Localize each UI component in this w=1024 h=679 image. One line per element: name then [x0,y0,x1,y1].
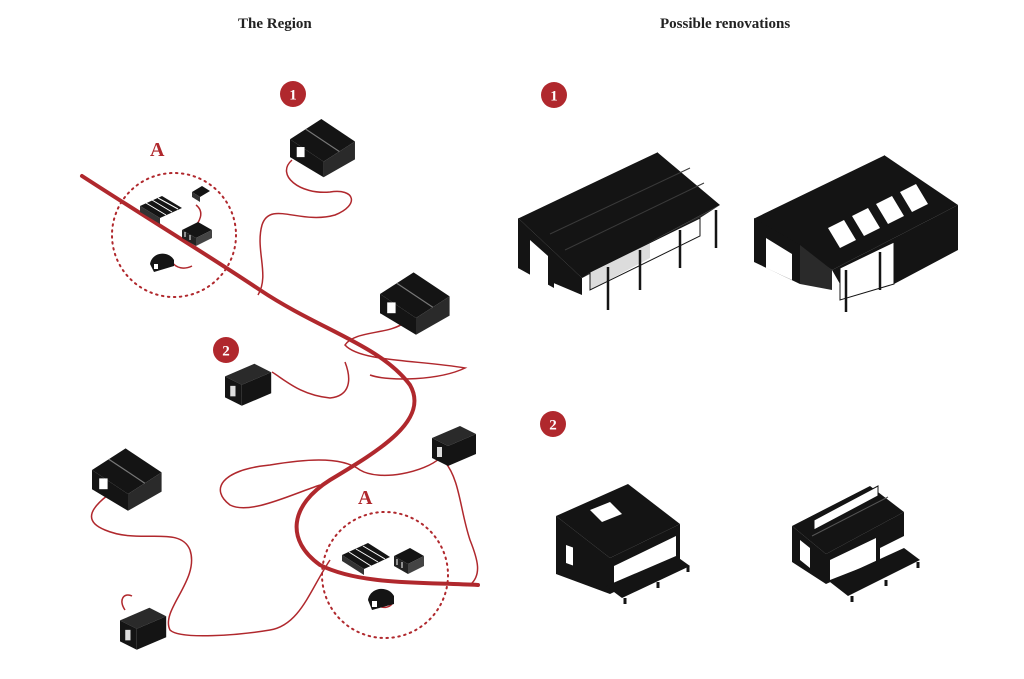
shed-north [289,118,356,178]
renovations-panel: 1 2 [517,82,958,604]
zone-label-upper: A [150,139,165,161]
renovations-heading: Possible renovations [660,16,791,32]
main-road [80,174,480,587]
region-heading: The Region [238,16,312,32]
badge-one-region: 1 [280,81,306,107]
region-map: A A 1 2 [80,81,480,650]
shed-east [379,271,451,336]
cabin-east [432,426,476,466]
badge-one-renovations: 1 [541,82,567,108]
zone-label-lower: A [358,487,373,509]
cabin-center [225,363,272,406]
cabin-south [120,607,167,650]
zone-circle-upper [111,172,237,298]
cabin-renovation-deck [792,481,920,602]
badge-one-renovations-label: 1 [550,89,558,105]
zone-circle-lower [321,511,449,639]
badge-two-region-label: 2 [222,344,230,360]
shed-west [91,447,163,512]
village-lower [342,543,424,610]
badge-two-region: 2 [213,337,239,363]
badge-two-renovations-label: 2 [549,418,557,434]
village-upper [140,186,212,272]
barn-renovation-skylights [753,154,958,312]
badge-two-renovations: 2 [540,411,566,437]
badge-one-region-label: 1 [289,88,297,104]
cabin-renovation-terrace [556,484,690,604]
barn-renovation-open [517,151,720,310]
